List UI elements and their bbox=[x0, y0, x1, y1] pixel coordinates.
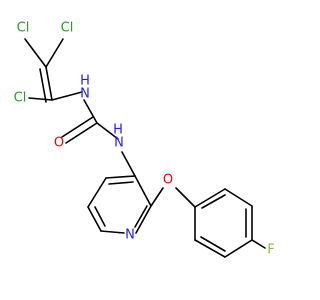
atom-n-ring: N bbox=[125, 228, 135, 243]
bond-c1-c2-double bbox=[39, 68, 47, 103]
bond-n2-c4 bbox=[121, 151, 136, 177]
atom-cl3: Cl bbox=[14, 91, 27, 106]
bond-n1-c3 bbox=[83, 99, 98, 124]
structure-diagram: Cl Cl Cl H N O H N O N F bbox=[14, 21, 275, 258]
bond-c2-cl3 bbox=[28, 97, 53, 101]
atom-n1: N bbox=[80, 87, 90, 102]
atom-cl1: Cl bbox=[17, 21, 30, 36]
molecule-canvas: Cl Cl Cl H N O H N O N F bbox=[13, 20, 275, 258]
bond-c10-c11 bbox=[224, 188, 253, 207]
bond-c3-n2 bbox=[96, 122, 119, 140]
atom-f1: F bbox=[267, 243, 274, 258]
bond-c6-c7-inner bbox=[94, 206, 106, 227]
bond-c13-c14-inner bbox=[200, 236, 226, 252]
bond-c13-c14 bbox=[194, 239, 226, 258]
atom-h-n2: H bbox=[113, 123, 123, 138]
atom-h-n1: H bbox=[80, 74, 90, 89]
bond-c6-c7 bbox=[87, 206, 102, 232]
atom-o2: O bbox=[163, 173, 173, 188]
bond-c1-cl1 bbox=[24, 38, 47, 68]
bond-c8-c4 bbox=[134, 175, 152, 207]
bond-c7-n3 bbox=[100, 230, 125, 234]
bond-c1-cl2 bbox=[45, 38, 64, 68]
atom-cl2: Cl bbox=[61, 21, 74, 36]
bond-c12-c13 bbox=[224, 239, 253, 258]
bonds-group bbox=[24, 38, 266, 258]
bond-c4-c5-inner bbox=[108, 181, 134, 185]
bond-n3-c8 bbox=[135, 205, 152, 234]
bond-c5-c6 bbox=[87, 177, 107, 208]
atom-labels-group: Cl Cl Cl H N O H N O N F bbox=[14, 21, 275, 258]
bond-c9-c10-inner bbox=[201, 194, 226, 209]
bond-c8-o2 bbox=[150, 187, 164, 207]
atom-n2: N bbox=[114, 136, 124, 151]
bond-c3-o1-double bbox=[61, 116, 94, 138]
bond-c1-c2 bbox=[45, 66, 53, 101]
bond-n3-c8-inner bbox=[134, 205, 148, 228]
bond-o2-c9 bbox=[175, 187, 196, 208]
atom-o1: O bbox=[54, 136, 64, 151]
bond-c9-c10 bbox=[194, 188, 226, 208]
bond-c12-f bbox=[251, 239, 266, 249]
bond-c2-n1 bbox=[51, 91, 83, 101]
bond-c3-o1 bbox=[65, 122, 98, 144]
bond-c4-c5 bbox=[105, 175, 136, 179]
